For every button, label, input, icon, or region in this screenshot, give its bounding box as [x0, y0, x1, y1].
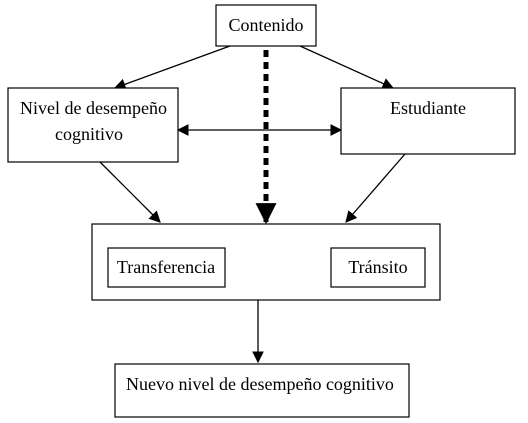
node-nuevo-box: [114, 363, 410, 418]
node-contenido-label: Contenido: [229, 15, 304, 35]
node-nuevo: Nuevo nivel de desempeño cognitivo: [114, 363, 410, 418]
edge-contenido-nivel: [113, 45, 231, 90]
node-transito-label: Tránsito: [348, 257, 407, 277]
node-transferencia-box: [107, 247, 226, 288]
node-nivel-label-line2: cognitivo: [55, 124, 123, 144]
edge-contenido-estudiante: [299, 45, 395, 89]
node-estudiante-box: [340, 87, 516, 155]
node-contenido-box: [215, 4, 317, 47]
node-nuevo-label: Nuevo nivel de desempeño cognitivo: [126, 374, 394, 394]
node-transferencia-label: Transferencia: [117, 257, 215, 277]
node-transito: Tránsito: [330, 247, 426, 288]
node-transito-box: [330, 247, 426, 288]
edge-nivel-proceso: [99, 161, 161, 223]
node-nivel-label-line1: Nivel de desempeño: [20, 98, 167, 118]
node-estudiante: Estudiante: [340, 87, 516, 155]
node-contenido: Contenido: [215, 4, 317, 47]
edge-estudiante-proceso: [345, 153, 406, 223]
node-estudiante-label: Estudiante: [390, 98, 466, 118]
node-nivel: Nivel de desempeño cognitivo: [7, 87, 179, 163]
node-transferencia: Transferencia: [107, 247, 226, 288]
node-nivel-box: [7, 87, 179, 163]
